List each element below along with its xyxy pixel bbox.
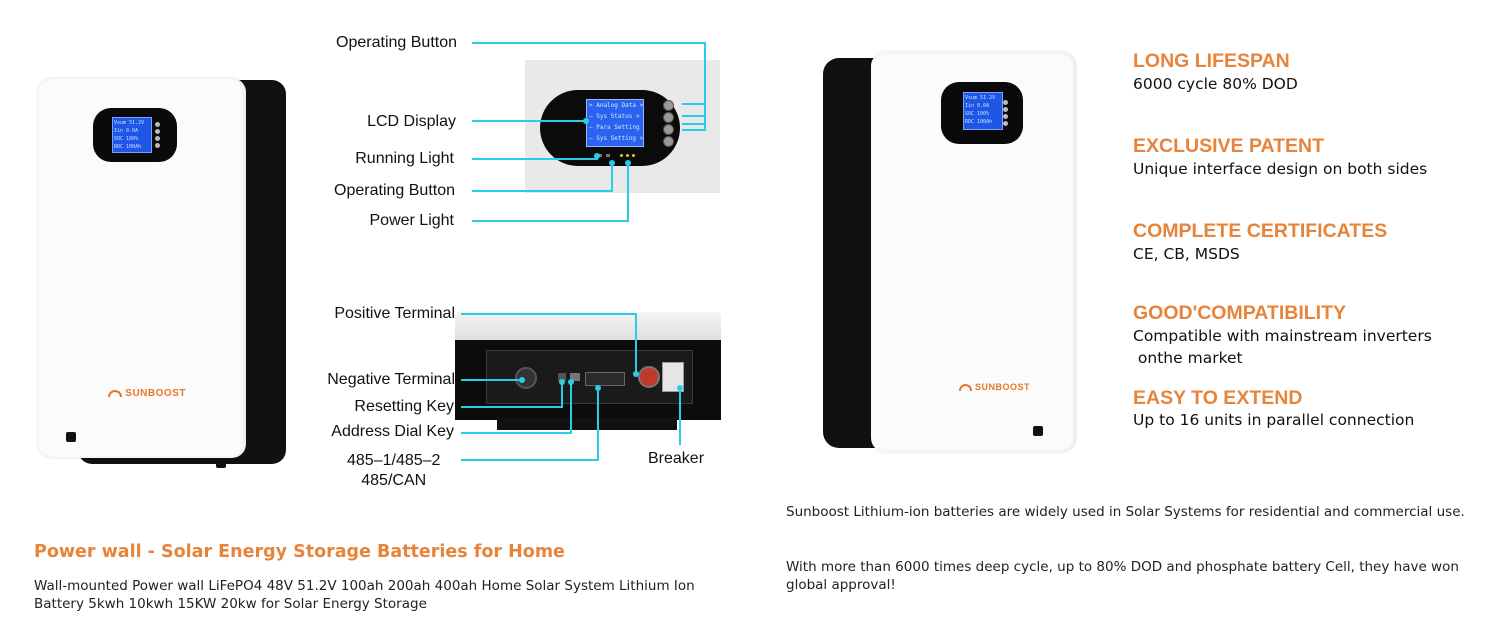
callout-485-line1: 485–1/485–2 (347, 452, 441, 469)
lcd-screen-right: Vsum 51.2V Iin 0.0A SOC 100% RDC 100Ah (963, 92, 1003, 130)
callout-485-line2: 485/CAN (361, 472, 427, 489)
feature-title-patent: EXCLUSIVE PATENT (1133, 135, 1325, 157)
callout-positive-terminal: Positive Terminal (334, 305, 455, 322)
battery-base (497, 418, 677, 430)
callout-address-dial-key: Address Dial Key (331, 423, 454, 440)
callout-resetting-key: Resetting Key (354, 398, 454, 415)
feature-title-certificates: COMPLETE CERTIFICATES (1133, 220, 1388, 242)
feature-title-compatibility: GOOD'COMPATIBILITY (1133, 302, 1346, 324)
sunboost-logo: SUNBOOST (108, 388, 186, 399)
operating-knob-3 (663, 124, 674, 135)
callout-485-ports: 485–1/485–2 485/CAN (347, 451, 440, 491)
rj45-ports-icon (585, 372, 625, 386)
lcd-display-closeup: > Analog Data > — Sys Status > — Para Se… (586, 99, 644, 147)
feature-desc-patent: Unique interface design on both sides (1133, 160, 1428, 178)
lcd-panel-right: Vsum 51.2V Iin 0.0A SOC 100% RDC 100Ah (941, 82, 1023, 144)
product-heading: Power wall - Solar Energy Storage Batter… (34, 542, 565, 562)
product-description: Wall-mounted Power wall LiFePO4 48V 51.2… (34, 578, 695, 612)
feature-desc-extend: Up to 16 units in parallel connection (1133, 411, 1415, 429)
callout-negative-terminal: Negative Terminal (327, 371, 455, 388)
status-lights (598, 154, 638, 158)
positive-terminal-icon (638, 366, 660, 388)
callout-operating-button-top: Operating Button (336, 34, 457, 51)
address-dial-icon (570, 373, 580, 381)
callout-operating-button: Operating Button (334, 182, 455, 199)
operating-knob-2 (663, 112, 674, 123)
feature-desc-lifespan: 6000 cycle 80% DOD (1133, 75, 1298, 93)
callout-breaker: Breaker (648, 450, 705, 467)
battery-right-image: Vsum 51.2V Iin 0.0A SOC 100% RDC 100Ah S… (823, 52, 1077, 452)
breaker-icon (662, 362, 684, 392)
battery-top-view (455, 312, 721, 344)
operating-buttons-right (1003, 100, 1008, 126)
callout-power-light: Power Light (369, 212, 455, 229)
feature-desc-compatibility-2: onthe market (1133, 349, 1243, 367)
operating-knob-1 (663, 100, 674, 111)
callout-lcd-display: LCD Display (367, 113, 456, 130)
negative-terminal-icon (515, 367, 537, 389)
battery-left-image: Vsum 51.2V Iin 0.0A SOC 100% RDC 100Ah S… (38, 78, 288, 468)
feature-desc-certificates: CE, CB, MSDS (1133, 245, 1240, 263)
about-paragraph-1: Sunboost Lithium-ion batteries are widel… (786, 504, 1465, 520)
operating-knob-4 (663, 136, 674, 147)
about-paragraph-2: With more than 6000 times deep cycle, up… (786, 559, 1459, 593)
operating-buttons (155, 122, 160, 148)
sunboost-logo-right: SUNBOOST (959, 382, 1030, 392)
callout-running-light: Running Light (355, 150, 454, 167)
feature-title-lifespan: LONG LIFESPAN (1133, 50, 1290, 72)
reset-key-icon (558, 373, 566, 381)
feature-title-extend: EASY TO EXTEND (1133, 387, 1303, 409)
lcd-panel: Vsum 51.2V Iin 0.0A SOC 100% RDC 100Ah (93, 108, 177, 162)
feature-desc-compatibility-1: Compatible with mainstream inverters (1133, 327, 1432, 345)
lcd-screen: Vsum 51.2V Iin 0.0A SOC 100% RDC 100Ah (112, 117, 152, 153)
